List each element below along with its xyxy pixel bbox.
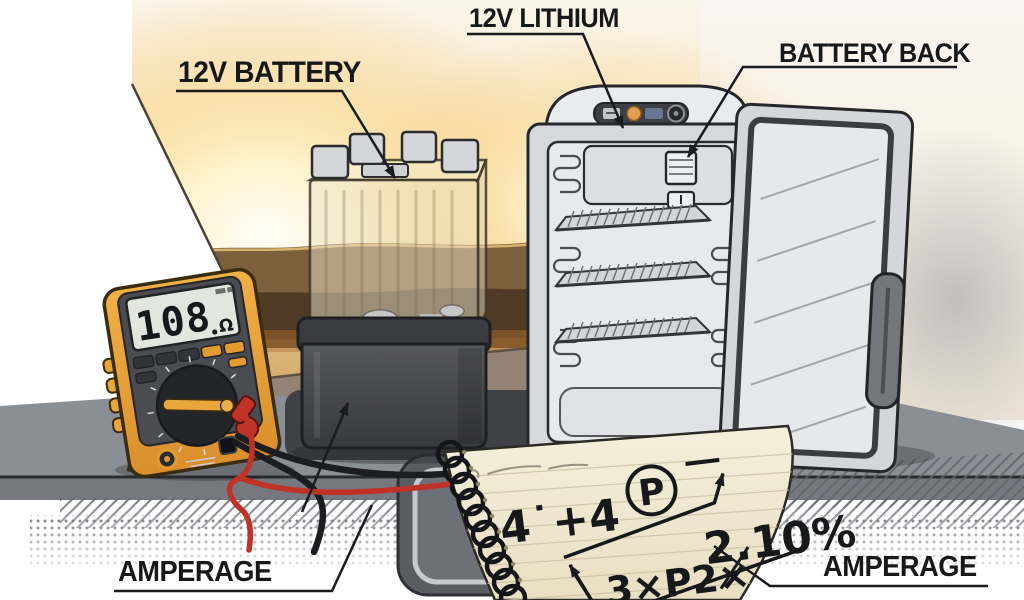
battery-pointer-arrow	[300, 402, 350, 513]
freezer-panel	[582, 144, 734, 206]
callout-12v-lithium	[467, 32, 625, 129]
callout-12v-battery	[176, 89, 397, 179]
callout-amperage-right	[713, 544, 988, 588]
multimeter: 108 Ω	[102, 267, 295, 481]
lcd-unit: Ω	[218, 315, 235, 337]
label-12v-battery: 12V BATTERY	[178, 56, 361, 89]
formula-p: P	[636, 471, 667, 515]
fridge-door	[717, 102, 915, 474]
label-amperage-left: AMPERAGE	[118, 556, 272, 588]
spiral-binding	[435, 439, 528, 600]
red-lead	[226, 412, 255, 553]
lcd-indicator	[215, 287, 226, 295]
battery-pack	[664, 150, 698, 210]
lcd-indicator	[226, 286, 233, 293]
battery-body	[300, 342, 488, 450]
multimeter-lcd: 108 Ω	[125, 282, 241, 352]
face-print	[185, 456, 216, 468]
panel-indicator	[645, 108, 663, 119]
label-battery-back: BATTERY BACK	[779, 38, 971, 68]
red-probe-connector	[230, 395, 257, 425]
callout-battery-back	[686, 65, 957, 158]
panel-led	[626, 105, 642, 122]
formula-arrow-up	[563, 472, 725, 560]
formula-arrow-up2	[568, 563, 596, 600]
callout-lines	[114, 32, 988, 593]
notebook: 4˙+4 P 3×P2× 2.10%	[435, 424, 859, 600]
label-12v-lithium: 12V LITHIUM	[469, 3, 619, 33]
circled-p-icon	[625, 464, 678, 517]
fridge-shelves	[553, 203, 713, 344]
callout-amperage-left	[114, 504, 374, 593]
fridge-control-panel	[593, 102, 689, 125]
battery	[292, 130, 496, 464]
mini-fridge	[526, 84, 935, 474]
multimeter-buttons	[132, 340, 248, 385]
ruled-lines	[446, 452, 793, 600]
label-amperage-right: AMPERAGE	[823, 551, 977, 583]
